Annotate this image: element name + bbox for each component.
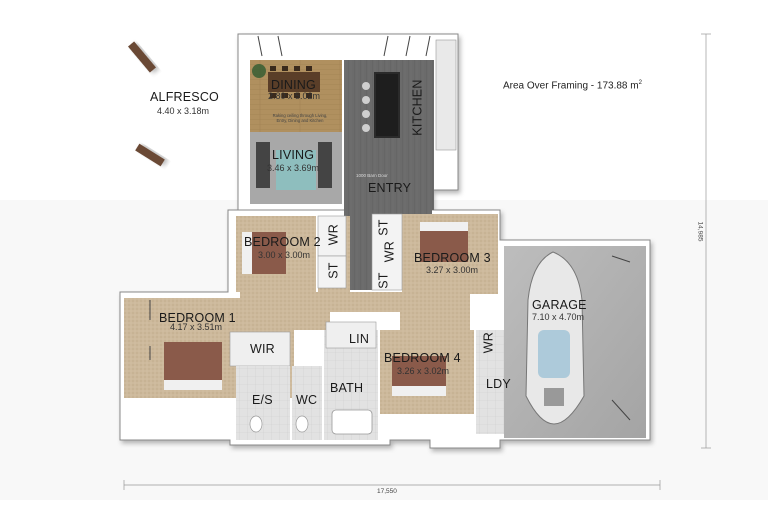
bedroom2-size: 3.00 x 3.00m: [258, 250, 311, 260]
ldy-label: LDY: [486, 377, 511, 391]
st-right-label: ST: [376, 272, 391, 289]
wr-bed2-block: [317, 215, 347, 257]
laundry-floor: [476, 330, 504, 434]
kitchen-bench: [435, 39, 457, 151]
dining-table: [268, 72, 320, 92]
bath-label: BATH: [330, 381, 364, 395]
bedroom2-label: BEDROOM 2: [244, 235, 321, 249]
area-over-framing: Area Over Framing - 173.88 m2: [503, 80, 642, 92]
overall-width: 17,550: [377, 488, 397, 495]
garage-size: 7.10 x 4.70m: [532, 312, 585, 322]
wr-garage-label: WR: [481, 331, 496, 354]
hallway-floor: [240, 292, 470, 330]
st-left-block: [317, 255, 347, 289]
bedroom3-label: BEDROOM 3: [414, 251, 491, 265]
sofa-right: [318, 142, 332, 188]
st-left-label: ST: [326, 262, 341, 279]
boat: [525, 251, 585, 425]
dimension-lines: [123, 33, 711, 490]
garage-label: GARAGE: [532, 298, 587, 312]
wc-label: WC: [296, 393, 318, 407]
sofa-left: [256, 142, 270, 188]
wir-block: [229, 331, 291, 367]
bathtub: [331, 409, 373, 435]
living-label: LIVING: [272, 148, 315, 162]
bedroom4-label: BEDROOM 4: [384, 351, 461, 365]
bedroom1-label: BEDROOM 1: [159, 311, 236, 325]
barn-door-note: 1000 Barn Door: [356, 173, 388, 178]
alfresco-posts: [128, 41, 165, 167]
ensuite-floor: [236, 366, 290, 440]
entry-label: ENTRY: [368, 181, 412, 195]
wr-bed2-label: WR: [326, 223, 341, 246]
overall-depth: 14,985: [696, 221, 704, 242]
living-size: 3.46 x 3.69m: [267, 163, 320, 173]
mid-storage-block: [371, 213, 403, 291]
wr-mid-label: WR: [382, 240, 397, 263]
ceiling-note: Raking ceiling through Living, Entry, Di…: [272, 113, 328, 124]
alfresco-size: 4.40 x 3.18m: [157, 106, 210, 116]
st-mid-label: ST: [376, 219, 391, 236]
alfresco-label: ALFRESCO: [150, 90, 219, 104]
es-label: E/S: [252, 393, 273, 407]
dining-label: DINING: [271, 78, 316, 92]
wir-label: WIR: [250, 342, 275, 356]
lin-block: [325, 321, 377, 349]
bedroom4-size: 3.26 x 3.02m: [397, 366, 450, 376]
bedroom1-size: 4.17 x 3.51m: [170, 322, 223, 332]
lin-label: LIN: [349, 332, 370, 346]
dining-size: 2.80 x 5.02m: [268, 91, 321, 101]
window-marks: [149, 35, 631, 421]
bedroom3-size: 3.27 x 3.00m: [426, 265, 479, 275]
kitchen-label: KITCHEN: [410, 79, 425, 136]
